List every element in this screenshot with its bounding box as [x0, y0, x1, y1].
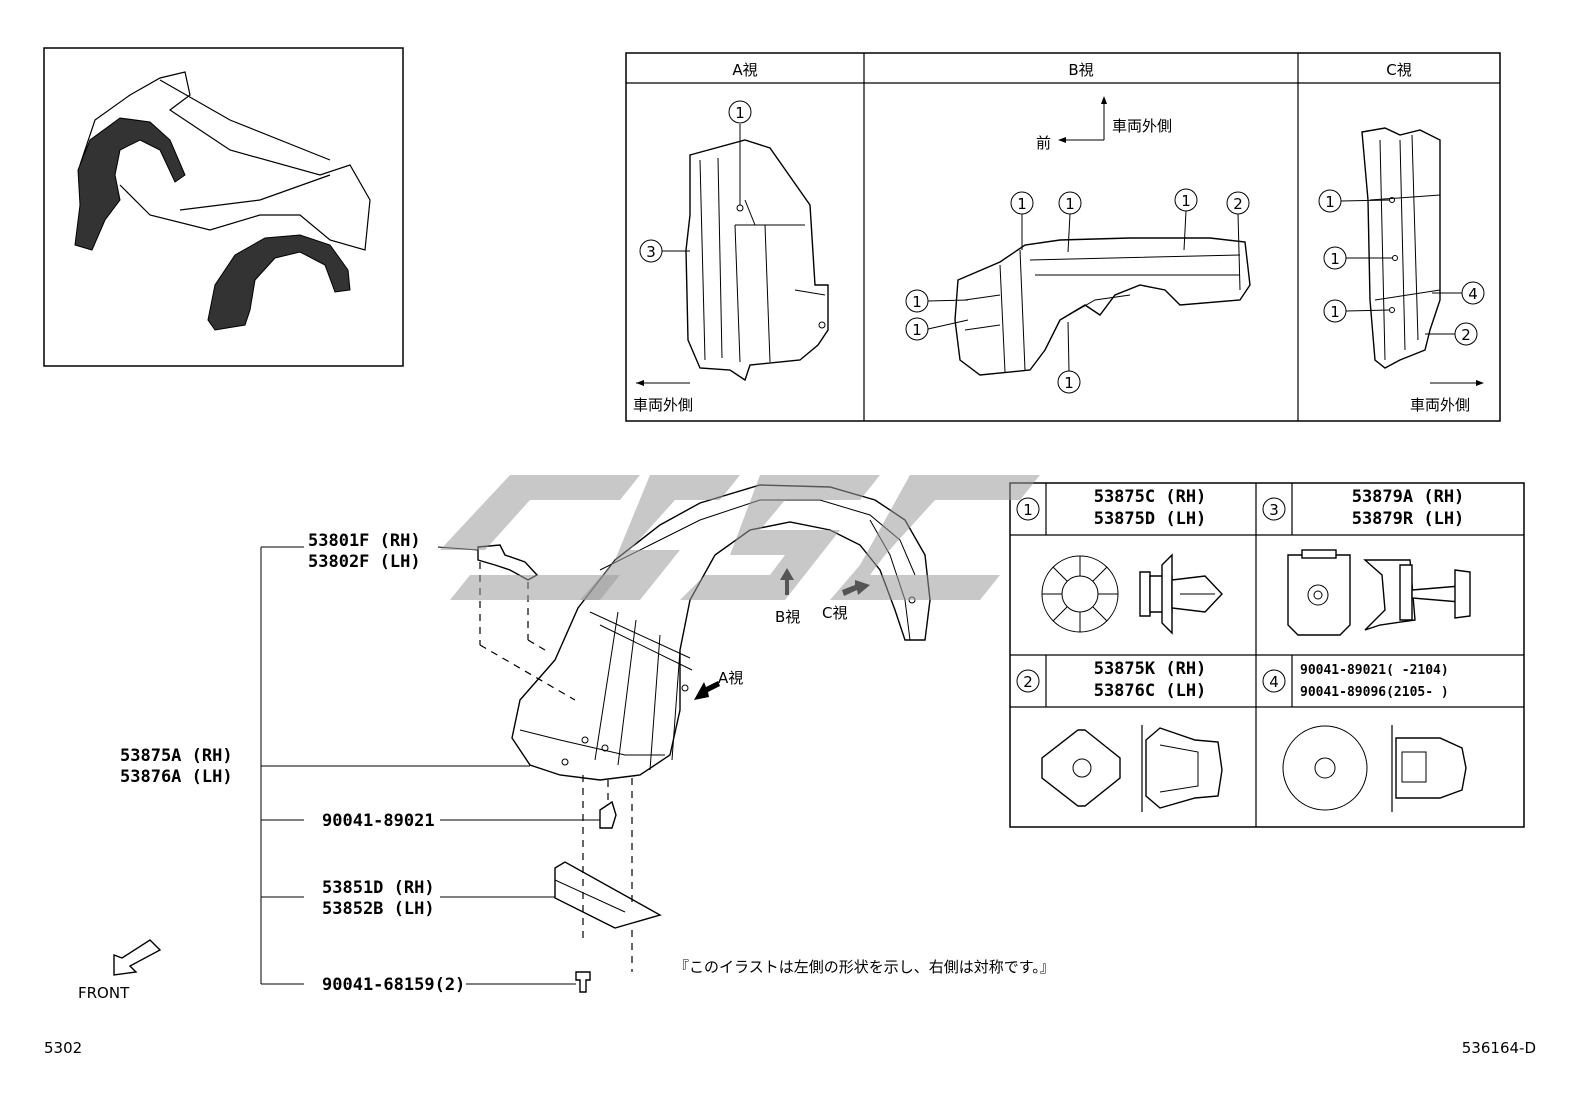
- clip-1-drawing: [1041, 553, 1223, 635]
- table-cell-3-lh: 53879R (LH): [1352, 509, 1465, 529]
- view-b-callout-1a: 1: [1017, 195, 1027, 213]
- view-b-callout-1b: 1: [1065, 195, 1075, 213]
- overview-thumbnail: [43, 47, 404, 367]
- table-cell-2-lh: 53876C (LH): [1094, 681, 1207, 701]
- view-b-callout-1e: 1: [912, 321, 922, 339]
- part-cover-lh: 53852B (LH): [322, 899, 435, 919]
- view-c-callout-1c: 1: [1330, 303, 1340, 321]
- table-cell-1-number: 1: [1023, 501, 1033, 519]
- view-b-outboard-label: 車両外側: [1112, 117, 1172, 135]
- clip-3-drawing: [1287, 549, 1471, 636]
- part-bracket-lh: 53802F (LH): [308, 552, 421, 572]
- main-exploded-view: B視 C視 A視 53801F (RH) 53802F (LH) 53875A …: [78, 484, 1055, 1002]
- arrow-a-label: A視: [718, 669, 743, 687]
- view-c-callout-1a: 1: [1325, 193, 1335, 211]
- part-screw: 90041-68159(2): [322, 975, 465, 995]
- part-liner-lh: 53876A (LH): [120, 767, 233, 787]
- view-c-callout-1b: 1: [1330, 250, 1340, 268]
- table-cell-4-line1: 90041-89021( -2104): [1300, 663, 1449, 678]
- view-b-callout-1c: 1: [1181, 192, 1191, 210]
- clip-2-drawing: [1041, 725, 1223, 812]
- view-b-front-label: 前: [1036, 134, 1051, 152]
- front-label: FRONT: [78, 984, 130, 1002]
- view-c-direction-label: 車両外側: [1410, 396, 1470, 414]
- view-a-callout-1: 1: [735, 104, 745, 122]
- part-bracket-rh: 53801F (RH): [308, 531, 421, 551]
- part-clip: 90041-89021: [322, 811, 435, 831]
- fastener-table: 1 53875C (RH) 53875D (LH) 3 53879A (RH) …: [1009, 482, 1525, 828]
- page-code: 5302: [44, 1039, 82, 1057]
- view-b-title: B視: [1068, 61, 1093, 79]
- view-a-callout-3: 3: [646, 243, 656, 261]
- table-cell-1-rh: 53875C (RH): [1094, 487, 1207, 507]
- view-c-title: C視: [1386, 61, 1411, 79]
- view-b-callout-1d: 1: [912, 293, 922, 311]
- view-c-drawing: 1 1 1 4 2 車両外側: [1318, 127, 1485, 414]
- view-a-drawing: 1 3 車両外側: [633, 100, 829, 414]
- symmetry-note: 『このイラストは左側の形状を示し、右側は対称です。』: [674, 958, 1055, 976]
- table-cell-4-number: 4: [1269, 673, 1279, 691]
- front-arrow-icon: [113, 939, 162, 976]
- view-b-drawing: 車両外側 前 1 1 1 2 1 1 1: [905, 96, 1251, 394]
- table-cell-2-number: 2: [1023, 673, 1033, 691]
- view-a-direction-label: 車両外側: [633, 396, 693, 414]
- part-liner-rh: 53875A (RH): [120, 746, 233, 766]
- view-c-callout-2: 2: [1461, 326, 1471, 344]
- clip-4-drawing: [1282, 725, 1467, 812]
- views-panel: A視 B視 C視 1 3 車両外側 車両外側 前: [625, 52, 1501, 422]
- diagram-code: 536164-D: [1462, 1039, 1536, 1057]
- table-cell-3-number: 3: [1269, 501, 1279, 519]
- table-cell-3-rh: 53879A (RH): [1352, 487, 1465, 507]
- view-b-callout-2: 2: [1233, 195, 1243, 213]
- table-cell-4-line2: 90041-89096(2105- ): [1300, 685, 1449, 700]
- part-cover-rh: 53851D (RH): [322, 878, 435, 898]
- table-cell-1-lh: 53875D (LH): [1094, 509, 1207, 529]
- view-a-title: A視: [732, 61, 757, 79]
- view-b-callout-1f: 1: [1064, 374, 1074, 392]
- view-c-callout-4: 4: [1468, 285, 1478, 303]
- arrow-c-label: C視: [822, 604, 847, 622]
- arrow-b-label: B視: [775, 608, 800, 626]
- table-cell-2-rh: 53875K (RH): [1094, 659, 1207, 679]
